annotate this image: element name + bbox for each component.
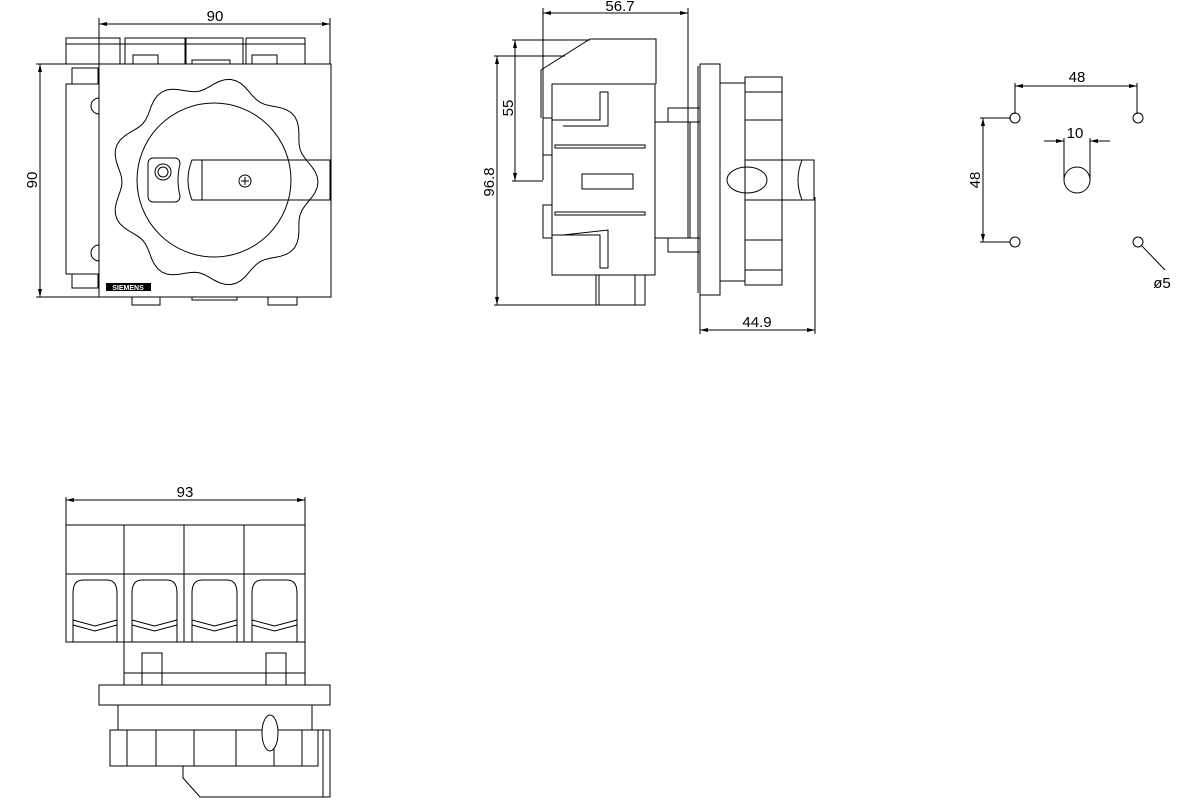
handle-bottom <box>182 729 331 798</box>
flange <box>98 684 331 706</box>
svg-text:SIEMENS: SIEMENS <box>112 285 144 292</box>
dimension-height: 96.8 <box>481 55 645 306</box>
dim-label: 44.9 <box>742 314 771 331</box>
rotary-knob-outline <box>114 78 319 286</box>
bottom-feet <box>131 296 298 306</box>
switch-body <box>551 83 656 276</box>
lock-slot <box>261 714 279 752</box>
top-terminals <box>65 37 306 65</box>
dim-label: 10 <box>1067 125 1084 142</box>
bottom-connector <box>595 274 646 306</box>
lock-hole-icon <box>154 163 172 181</box>
dim-label: 90 <box>207 8 224 25</box>
dim-label: ø5 <box>1153 275 1171 292</box>
knob-bottom <box>109 729 319 767</box>
dimension-handle-depth: 44.9 <box>699 197 816 334</box>
screw-icon <box>238 174 252 188</box>
dimension-depth: 56.7 <box>542 0 689 238</box>
terminal-opening <box>191 579 238 642</box>
mount-hole <box>1132 112 1144 124</box>
dimension-width: 90 <box>98 8 331 64</box>
housing <box>98 63 332 298</box>
terminal-opening <box>251 579 298 642</box>
mount-hole <box>1009 112 1021 124</box>
dim-label: 93 <box>177 484 194 501</box>
knob-inner-ring <box>136 102 292 258</box>
shaft <box>654 121 691 239</box>
contact-slot <box>581 173 634 190</box>
handle-side <box>782 159 815 201</box>
dim-label: 48 <box>1069 69 1086 86</box>
front-flange <box>699 63 721 296</box>
terminal-openings <box>72 579 298 642</box>
collar <box>719 82 746 282</box>
terminal-opening <box>72 579 118 642</box>
side-view: 56.7 55 96.8 <box>481 0 816 334</box>
dimension-height: 90 <box>24 63 99 298</box>
shaft-hole <box>1063 166 1091 194</box>
dim-label: 55 <box>500 100 517 117</box>
side-strip <box>65 67 100 289</box>
knob-side <box>744 76 783 286</box>
dim-label: 56.7 <box>605 0 634 15</box>
mount-hole <box>1132 236 1144 248</box>
dim-label: 90 <box>24 172 41 189</box>
lock-oval <box>726 166 768 194</box>
dim-label: 48 <box>967 172 984 189</box>
dim-label: 96.8 <box>481 167 498 196</box>
bottom-view: 93 <box>65 484 331 798</box>
brand-logo: SIEMENS <box>106 283 151 292</box>
handle <box>147 157 331 203</box>
front-view: 90 90 <box>24 8 332 306</box>
cover-hood <box>540 38 657 118</box>
dimension-mount: 55 <box>500 39 590 182</box>
mount-hole <box>1009 236 1021 248</box>
hole-pattern: 48 48 10 ø5 <box>967 69 1171 292</box>
terminal-opening <box>131 579 178 642</box>
